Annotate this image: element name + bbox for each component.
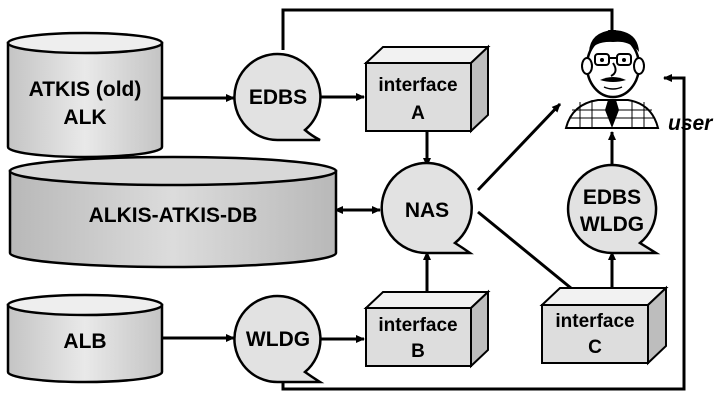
format-edbs: EDBS: [233, 52, 322, 142]
interface-a-label-line1: interface: [378, 75, 457, 96]
edbs-wldg-label-line2: WLDG: [580, 213, 644, 236]
alkis-atkis-db-label: ALKIS-ATKIS-DB: [89, 204, 258, 227]
interface-a-box: interface A: [363, 44, 491, 134]
edbs-wldg-label-line1: EDBS: [583, 186, 641, 209]
wldg-label: WLDG: [246, 328, 310, 351]
user-label: user: [668, 112, 714, 135]
interface-b-box: interface B: [363, 289, 491, 369]
edbs-label: EDBS: [249, 86, 307, 109]
nas-to-user-arrow: [476, 102, 562, 192]
format-edbs-wldg: EDBS WLDG: [566, 163, 661, 255]
nas-label: NAS: [405, 199, 449, 222]
database-alb: ALB: [6, 293, 164, 384]
format-nas: NAS: [380, 161, 474, 255]
user-cartoon-face-icon: [564, 30, 660, 129]
atkis-old-label: ATKIS (old): [29, 78, 142, 101]
edbs-to-user-arrow: [281, 8, 616, 50]
wldg-to-user-return-arrow: [281, 74, 686, 391]
database-alkis-atkis-db: ALKIS-ATKIS-DB: [8, 155, 338, 269]
format-wldg: WLDG: [233, 294, 325, 384]
interface-c-label-line2: C: [588, 337, 602, 358]
connectors: [163, 8, 686, 391]
database-atkis-alk: ATKIS (old) ALK: [6, 31, 164, 159]
interface-b-label-line2: B: [411, 341, 425, 362]
alk-label: ALK: [63, 106, 106, 129]
interface-a-label-line2: A: [411, 103, 425, 124]
alb-label: ALB: [63, 330, 106, 353]
interface-b-label-line1: interface: [378, 315, 457, 336]
interface-c-box: interface C: [539, 285, 669, 366]
interface-c-label-line1: interface: [555, 311, 634, 332]
